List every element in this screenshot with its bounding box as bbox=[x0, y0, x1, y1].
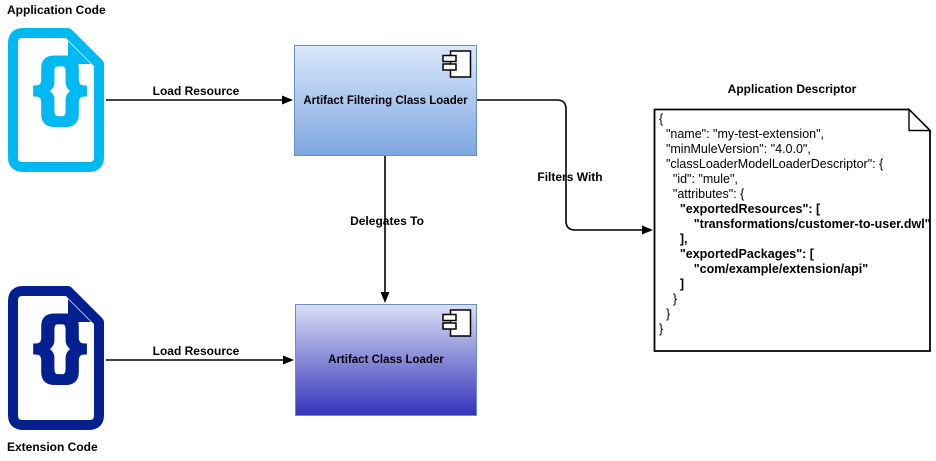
descriptor-line: } bbox=[659, 307, 671, 321]
application-code-icon: { } bbox=[8, 28, 104, 172]
edge-label-load-resource-ext: Load Resource bbox=[152, 344, 240, 358]
descriptor-line: "transformations/customer-to-user.dwl" bbox=[659, 217, 931, 231]
file-fold bbox=[68, 299, 91, 322]
node-label: Artifact Filtering Class Loader bbox=[303, 94, 468, 107]
descriptor-line: "attributes": { bbox=[659, 187, 745, 201]
note-fold bbox=[908, 108, 932, 132]
uml-component-icon bbox=[442, 309, 472, 337]
descriptor-line: } bbox=[659, 322, 664, 336]
file-outline bbox=[8, 28, 104, 172]
file-outline bbox=[8, 286, 104, 430]
file-fold bbox=[68, 41, 91, 64]
descriptor-line: "classLoaderModelLoaderDescriptor": { bbox=[659, 157, 884, 171]
node-label: Artifact Class Loader bbox=[328, 354, 444, 366]
descriptor-line: "exportedResources": [ bbox=[659, 202, 821, 216]
arrowhead-icon bbox=[642, 225, 653, 235]
edge-label-delegates-to: Delegates To bbox=[350, 214, 424, 228]
brace-glyph: } bbox=[58, 46, 86, 126]
extension-code-icon: { } bbox=[8, 286, 104, 430]
brace-glyph: { bbox=[34, 46, 62, 126]
uml-component-icon bbox=[442, 50, 472, 78]
descriptor-line: "name": "my-test-extension", bbox=[659, 127, 825, 141]
arrowhead-icon bbox=[283, 355, 294, 365]
edge-label-filters-with: Filters With bbox=[537, 170, 603, 184]
descriptor-line: "id": "mule", bbox=[659, 172, 738, 186]
descriptor-line: { bbox=[659, 112, 664, 126]
edge-label-load-resource-app: Load Resource bbox=[152, 84, 240, 98]
application-descriptor-note bbox=[653, 108, 932, 352]
application-code-label: Application Code bbox=[7, 3, 106, 17]
node-artifact-class-loader: Artifact Class Loader bbox=[295, 304, 477, 416]
descriptor-line: ] bbox=[659, 277, 684, 291]
edge-filters-with bbox=[477, 99, 642, 231]
descriptor-line: "com/example/extension/api" bbox=[659, 262, 869, 276]
descriptor-text: { "name": "my-test-extension", "minMuleV… bbox=[659, 112, 931, 337]
descriptor-line: "exportedPackages": [ bbox=[659, 247, 814, 261]
note-outline bbox=[653, 108, 931, 352]
descriptor-line: } bbox=[659, 292, 678, 306]
extension-code-label: Extension Code bbox=[7, 440, 98, 454]
brace-glyph: } bbox=[58, 304, 86, 384]
descriptor-line: ], bbox=[659, 232, 688, 246]
arrowhead-icon bbox=[380, 292, 390, 303]
arrowhead-icon bbox=[282, 95, 293, 105]
node-artifact-filtering-class-loader: Artifact Filtering Class Loader bbox=[294, 45, 477, 156]
descriptor-line: "minMuleVersion": "4.0.0", bbox=[659, 142, 811, 156]
application-descriptor-title: Application Descriptor bbox=[727, 82, 857, 96]
brace-glyph: { bbox=[34, 304, 62, 384]
